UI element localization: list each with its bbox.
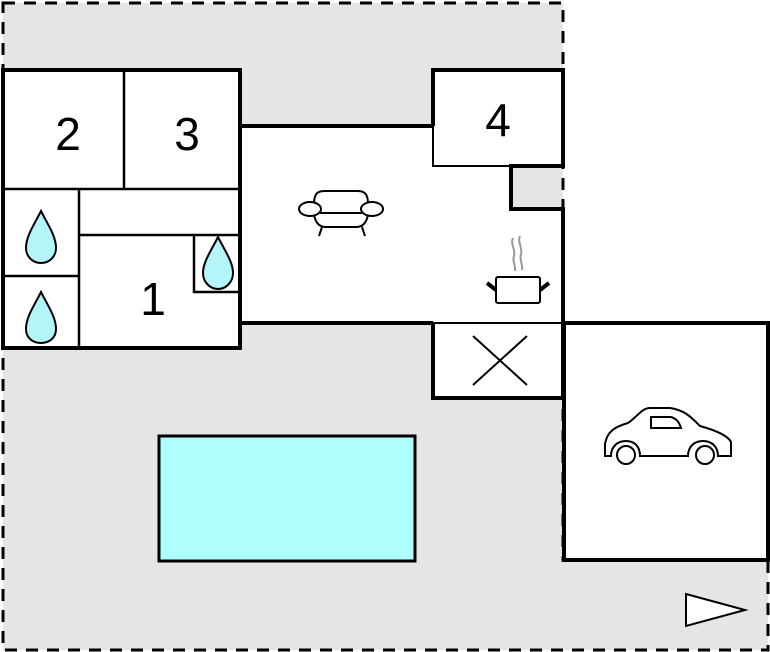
- left-block-walls: [1, 68, 242, 350]
- garage-walls: [562, 321, 770, 562]
- living-walls: [240, 68, 565, 400]
- room-label-1: 1: [140, 273, 166, 325]
- interior-walls: [3, 70, 240, 348]
- water-drop-icon: [201, 234, 235, 291]
- car-icon: [604, 407, 732, 465]
- north-arrow-icon: [685, 592, 749, 628]
- water-drop-icon: [24, 289, 58, 345]
- thin-walls: [432, 126, 563, 324]
- water-drop-icon: [24, 208, 58, 265]
- cross-icon: [472, 335, 528, 386]
- room-label-2: 2: [55, 108, 81, 160]
- cooking-pot-icon: [485, 235, 551, 304]
- room-label-3: 3: [174, 108, 200, 160]
- sofa-icon: [298, 190, 384, 237]
- house-interior: [3, 70, 563, 398]
- swimming-pool: [157, 434, 417, 563]
- room-label-4: 4: [485, 94, 511, 146]
